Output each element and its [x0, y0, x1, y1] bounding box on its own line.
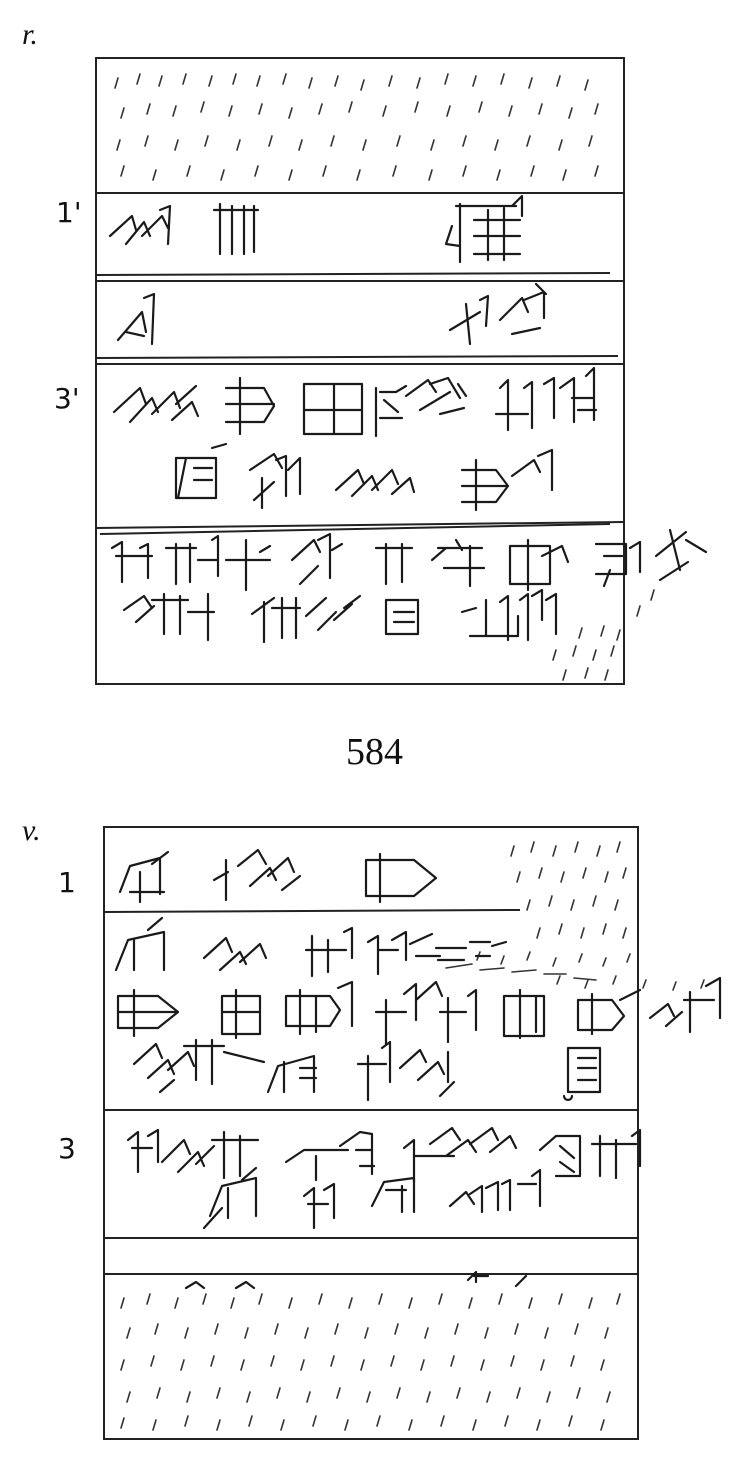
obverse-line-number-3: 3' [54, 382, 80, 415]
reverse-rule [103, 909, 521, 913]
obverse-rule [99, 523, 611, 535]
obverse-damaged-corner [552, 589, 655, 681]
reverse-damaged-line-2 [445, 963, 597, 981]
obverse-line-1-signs [108, 194, 524, 264]
obverse-line-2-signs [116, 282, 548, 346]
reverse-line-2-signs [114, 916, 508, 978]
reverse-line-2b-signs [116, 976, 722, 1046]
obverse-line-3-signs [112, 366, 598, 512]
obverse-side-label: r. [22, 18, 38, 51]
reverse-line-1-signs [118, 848, 438, 904]
obverse-line-5-signs [110, 528, 708, 644]
reverse-line-5-traces [184, 1270, 528, 1290]
catalogue-number: 584 [346, 731, 403, 773]
reverse-line-3-signs [126, 1126, 642, 1184]
reverse-side-label: v. [22, 814, 41, 847]
obverse-frame [95, 57, 625, 685]
obverse-rule [95, 355, 619, 359]
obverse-damaged-surface [114, 73, 599, 181]
reverse-line-number-1: 1 [58, 866, 76, 899]
reverse-line-4-signs [202, 1166, 542, 1230]
reverse-damaged-bottom [120, 1293, 621, 1431]
obverse-edge-drawing [99, 523, 708, 681]
reverse-tablet-drawing [103, 826, 722, 1440]
reverse-line-2c-signs [132, 1038, 602, 1102]
obverse-rule [95, 521, 625, 529]
obverse-rule [95, 272, 611, 276]
reverse-frame [103, 826, 639, 1440]
obverse-line-number-1: 1' [56, 196, 82, 229]
reverse-damaged-top-right [476, 841, 705, 991]
obverse-tablet-drawing [95, 57, 625, 685]
reverse-line-number-3: 3 [58, 1132, 76, 1165]
